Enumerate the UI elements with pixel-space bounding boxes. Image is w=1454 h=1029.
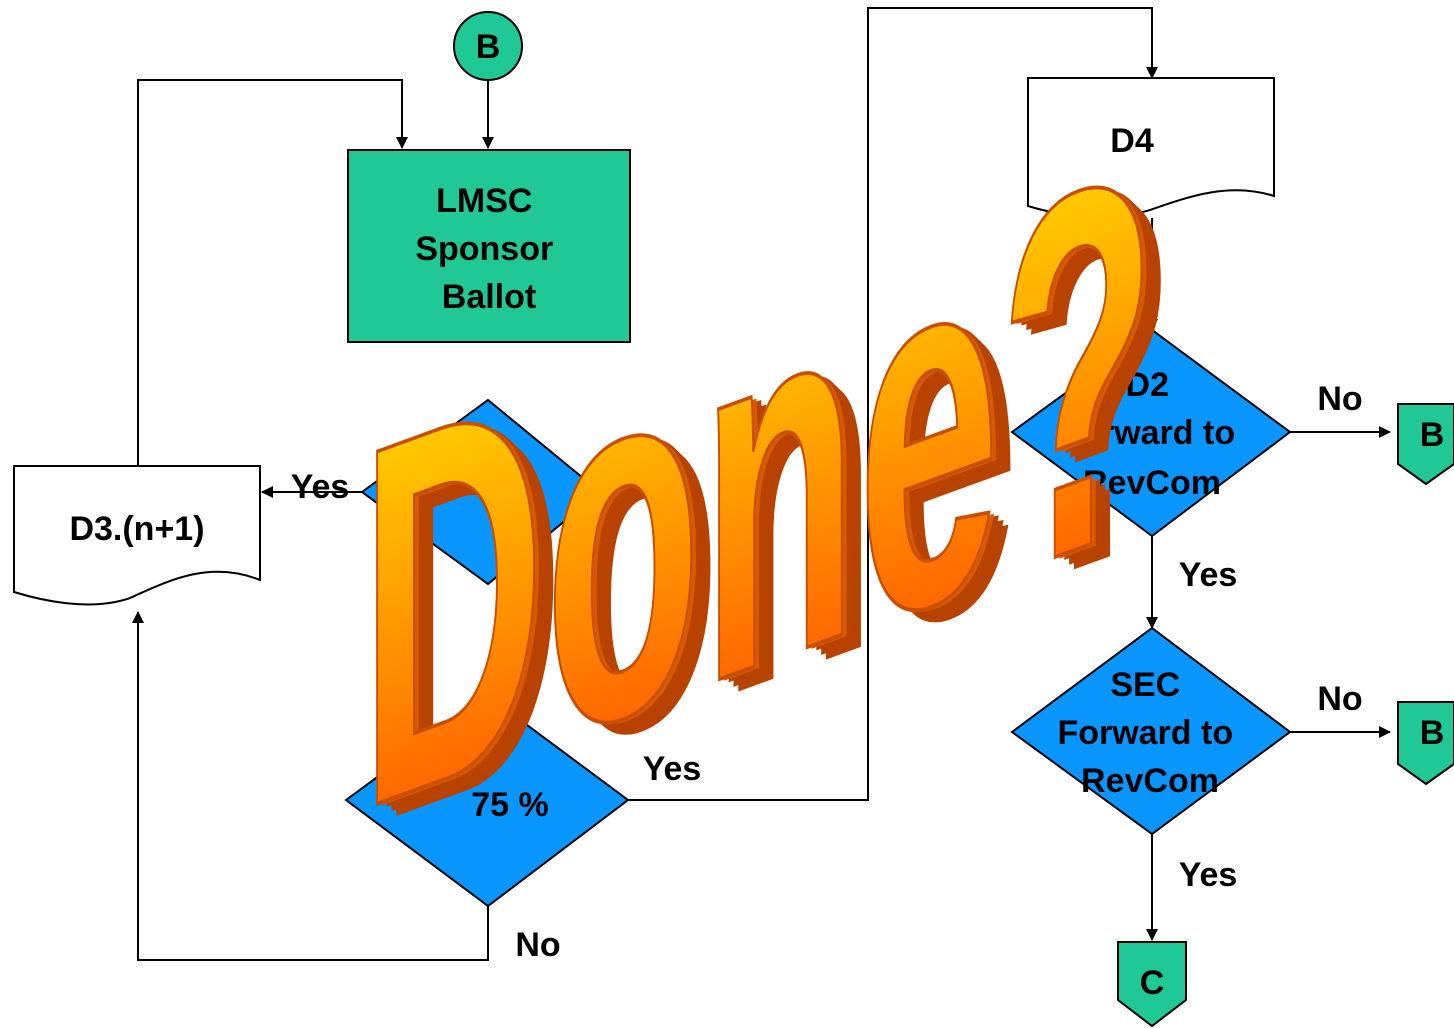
d2-no-label: No [1317, 380, 1362, 418]
offpage-b-1-label: B [1420, 416, 1445, 454]
connector-b-top: B [453, 11, 523, 81]
document-d4-label: D4 [1110, 122, 1154, 160]
decision-d2-forward: D2 Forward to RevCom No Yes [1010, 328, 1363, 594]
line-75-no-to-d3 [132, 611, 489, 961]
offpage-connector-b-1: B [1397, 403, 1454, 486]
offpage-c-label: C [1140, 964, 1165, 1002]
document-d4: D4 [1027, 77, 1275, 218]
svg-text:SEC Forward to Rev: SEC Forward to RevCom [1057, 666, 1242, 800]
sec-line-2: Forward to [1057, 714, 1233, 752]
svg-text:LMSC Sponsor Ballo: LMSC Sponsor Ballot [415, 182, 562, 316]
document-d3-label: D3.(n+1) [69, 510, 204, 548]
line-75-yes-to-d4 [628, 7, 1158, 801]
decision-75-no-label: No [515, 926, 560, 964]
sec-line-3: RevCom [1081, 762, 1219, 800]
document-d3: D3.(n+1) [13, 465, 261, 606]
decision-left-yes-label: Yes [291, 468, 350, 506]
sec-no-label: No [1317, 680, 1362, 718]
sponsor-line-2: Sponsor [415, 230, 553, 268]
flow-lines [132, 7, 1391, 961]
decision-left: Yes [291, 398, 602, 586]
decision-75-label: 75 % [471, 786, 549, 824]
svg-text:D2 Forward to RevC: D2 Forward to RevCom [1059, 366, 1244, 502]
d2-line-2: Forward to [1059, 414, 1235, 452]
sec-yes-label: Yes [1179, 856, 1238, 894]
offpage-b-2-label: B [1420, 714, 1445, 752]
decision-75-percent: 75 % Yes No [344, 694, 702, 964]
d2-line-1: D2 [1126, 366, 1169, 404]
sec-line-1: SEC [1110, 666, 1180, 704]
decision-sec-forward: SEC Forward to RevCom No Yes [1010, 626, 1363, 894]
d2-yes-label: Yes [1179, 556, 1238, 594]
decision-75-yes-label: Yes [643, 750, 702, 788]
line-loop-d3-to-sponsor [137, 79, 408, 466]
sponsor-line-3: Ballot [442, 278, 536, 316]
offpage-connector-c: C [1117, 941, 1187, 1028]
d2-line-3: RevCom [1083, 464, 1221, 502]
connector-b-top-label: B [476, 28, 501, 66]
process-sponsor-ballot: LMSC Sponsor Ballot [347, 149, 631, 343]
sponsor-line-1: LMSC [436, 182, 532, 220]
offpage-connector-b-2: B [1397, 701, 1454, 786]
